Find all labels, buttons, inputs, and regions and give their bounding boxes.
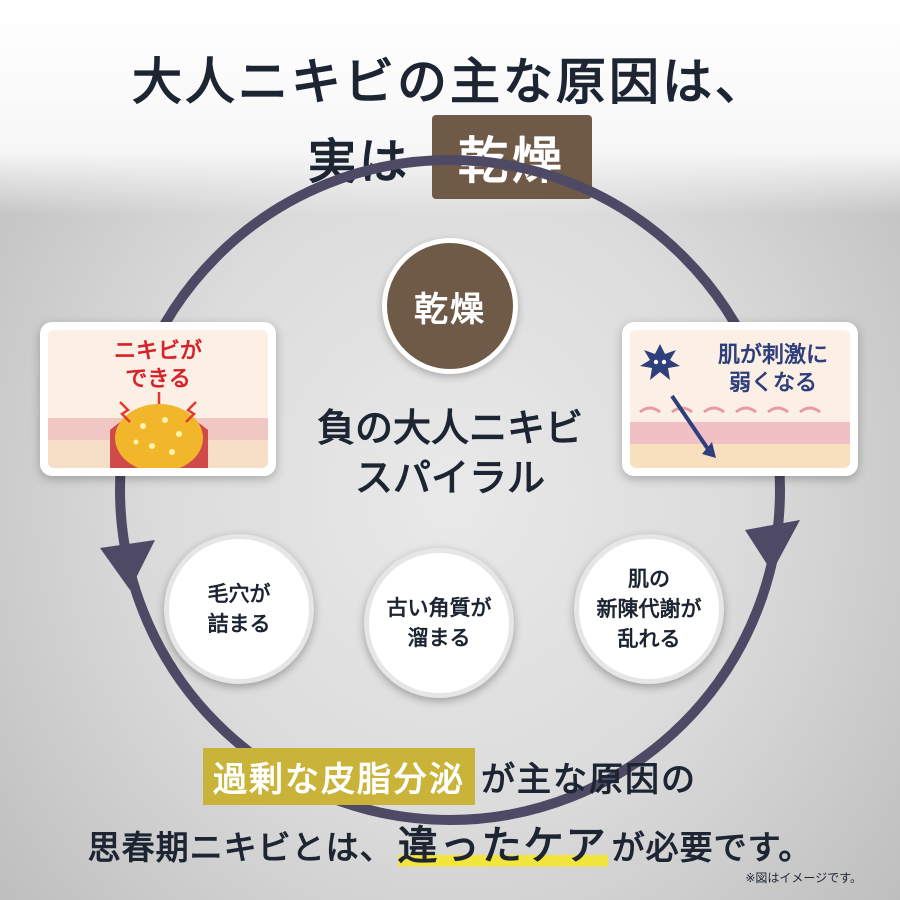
center-title-line-1: 負の大人ニキビ (316, 406, 583, 450)
node-keratin-line-1: 古い角質が (386, 596, 492, 620)
card-pimple-inner: ニキビが できる (48, 330, 268, 468)
footer-line-1-rest: が主な原因の (481, 760, 697, 800)
arrowhead-left-icon (100, 540, 155, 590)
footer-highlight-box: 過剰な皮脂分泌 (203, 748, 475, 805)
card-pimple-caption: ニキビが できる (48, 338, 268, 394)
card-sensitive-line-1: 肌が刺激に (717, 343, 828, 368)
image-note: ※図はイメージです。 (745, 871, 862, 885)
headline-line-1: 大人ニキビの主な原因は、 (132, 53, 768, 111)
center-title-line-2: スパイラル (354, 456, 545, 500)
footer-line-2-suffix: が必要です。 (611, 828, 813, 867)
node-pores-line-2: 詰まる (207, 612, 271, 636)
skin-irritation-illustration-icon (630, 344, 850, 468)
node-turnover-line-3: 乱れる (617, 627, 681, 651)
footer-line-1: 過剰な皮脂分泌 が主な原因の (0, 748, 900, 805)
footer-line-2: 思春期ニキビとは、 違ったケア が必要です。 (0, 813, 900, 871)
card-skin-sensitive: 肌が刺激に 弱くなる (622, 322, 858, 476)
arrowhead-right-icon (745, 520, 800, 572)
node-keratin-buildup: 古い角質が 溜まる (364, 548, 514, 698)
node-pores-line-1: 毛穴が (207, 582, 271, 606)
card-pimple-forms: ニキビが できる (40, 322, 276, 476)
pimple-illustration-icon (48, 392, 268, 468)
footer-emphasis: 違ったケア (397, 813, 608, 871)
node-pores-clogged: 毛穴が 詰まる (164, 534, 314, 684)
node-keratin-line-2: 溜まる (407, 626, 471, 650)
node-turnover-disrupted: 肌の 新陳代謝が 乱れる (574, 534, 724, 684)
card-sensitive-inner: 肌が刺激に 弱くなる (630, 330, 850, 468)
node-turnover-line-1: 肌の (628, 567, 670, 591)
card-pimple-line-2: できる (125, 367, 191, 392)
card-pimple-line-1: ニキビが (113, 339, 202, 364)
footer-line-2-prefix: 思春期ニキビとは、 (87, 828, 394, 867)
card-sensitive-line-2: 弱くなる (728, 371, 817, 396)
card-sensitive-caption: 肌が刺激に 弱くなる (700, 342, 846, 398)
hub-dryness: 乾燥 (382, 238, 518, 374)
node-turnover-line-2: 新陳代謝が (596, 597, 702, 621)
cycle-center-title: 負の大人ニキビ スパイラル (290, 403, 610, 503)
